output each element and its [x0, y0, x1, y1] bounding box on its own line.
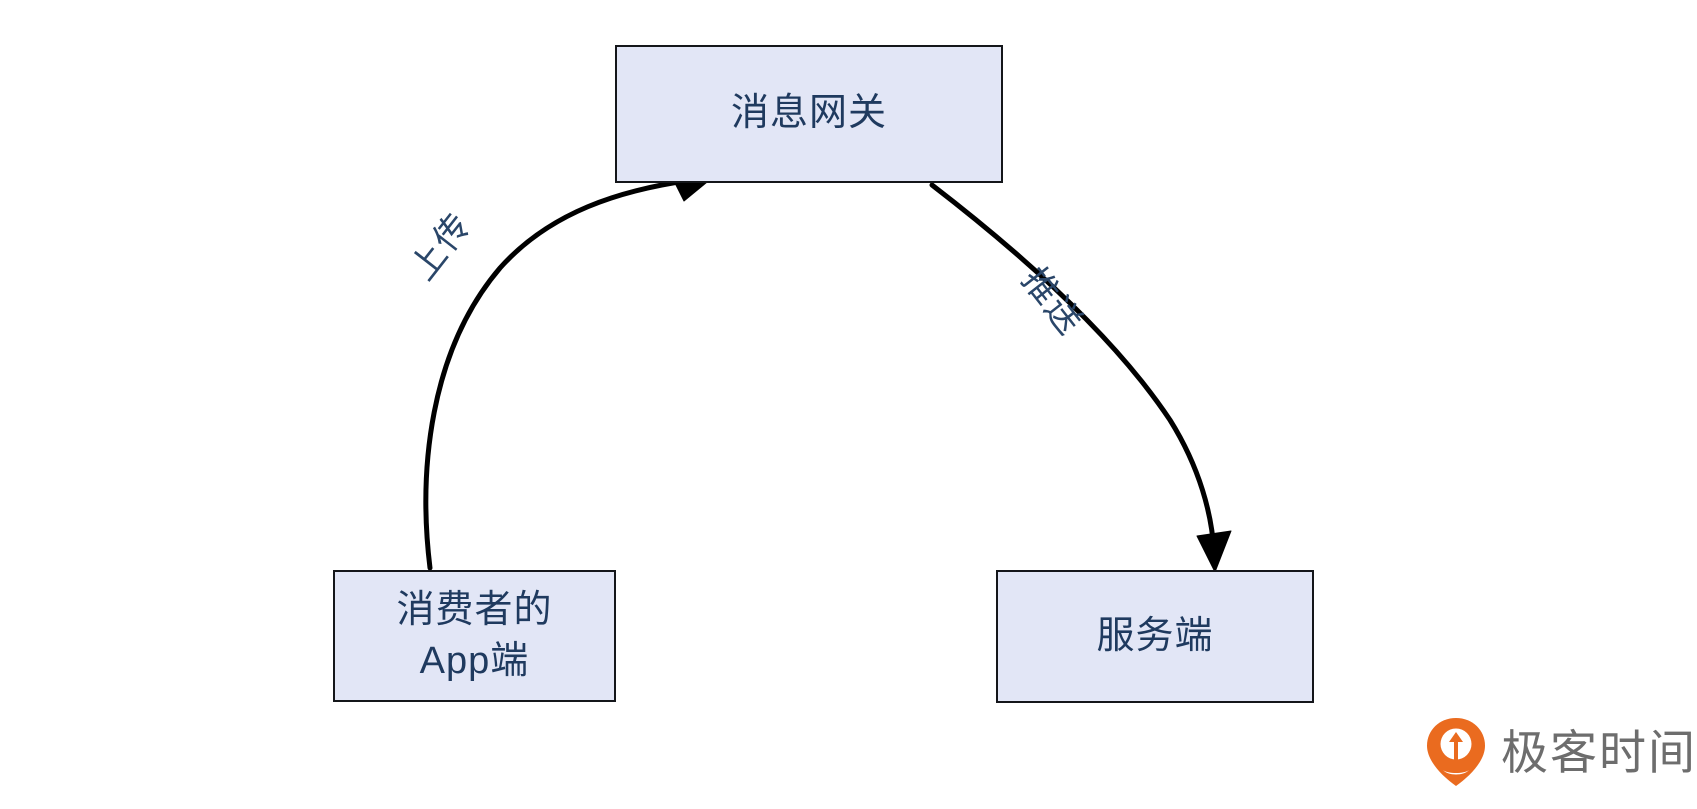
node-server[interactable]: 服务端: [996, 570, 1314, 703]
node-message-gateway[interactable]: 消息网关: [615, 45, 1003, 183]
edge-push-path: [929, 182, 1217, 555]
edge-push: [929, 182, 1232, 573]
brand-watermark: 极客时间: [1425, 716, 1697, 788]
edge-label-upload: 上传: [403, 205, 480, 288]
geektime-pin-icon: [1427, 718, 1485, 786]
edge-push-arrowhead: [1196, 530, 1232, 573]
edge-label-push: 推送: [1014, 260, 1091, 343]
brand-name: 极客时间: [1501, 725, 1697, 779]
node-consumer-app[interactable]: 消费者的 App端: [333, 570, 616, 702]
